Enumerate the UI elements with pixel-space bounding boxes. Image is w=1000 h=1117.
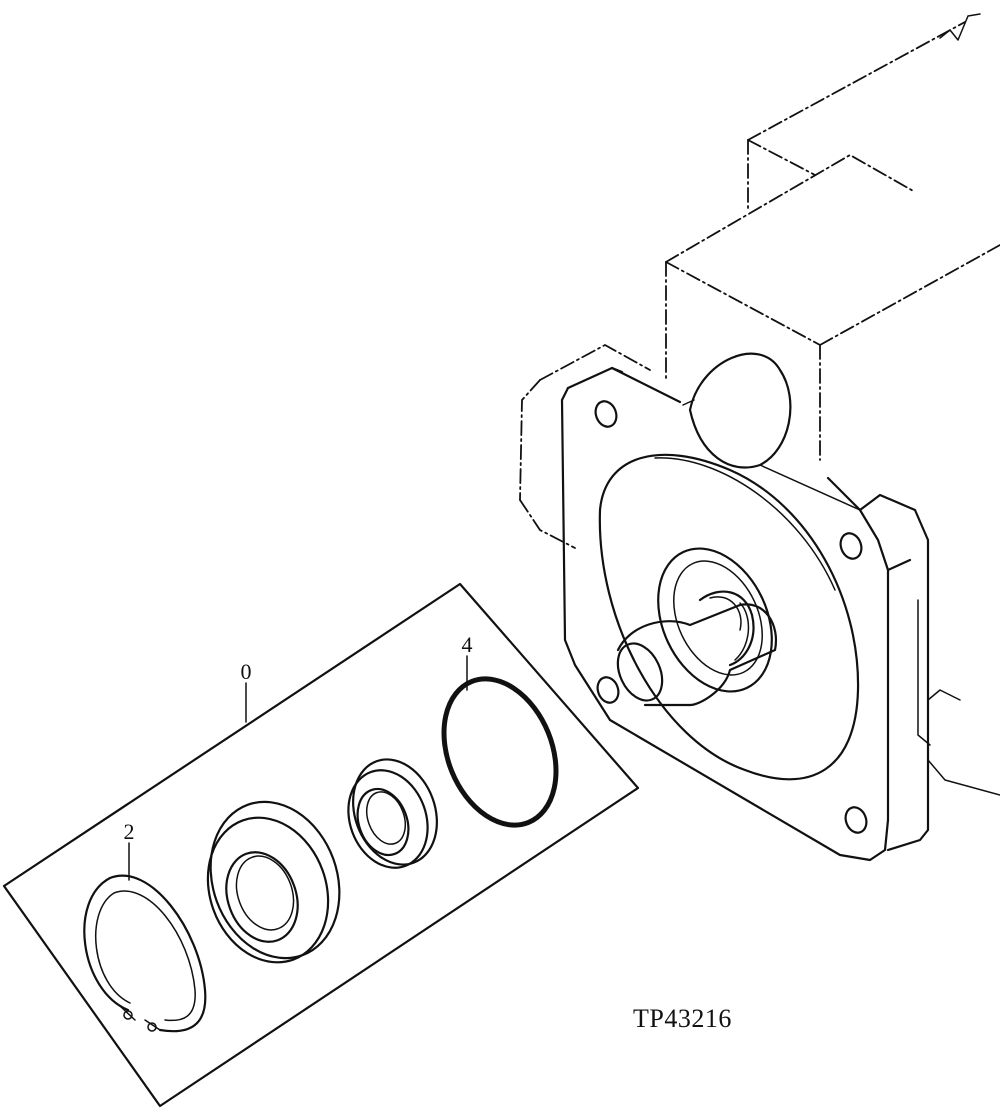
seal-housing <box>206 800 341 964</box>
seal-kit-frame <box>2 582 640 1108</box>
snap-ring <box>83 874 207 1033</box>
snap-ring-callout: 2 <box>124 819 135 844</box>
kit-callout: 0 <box>241 659 252 684</box>
o-ring-callout: 4 <box>462 632 473 657</box>
oil-seal <box>347 758 438 869</box>
figure-id: TP43216 <box>633 1004 732 1033</box>
o-ring <box>441 676 559 828</box>
pump-housing <box>519 13 1000 862</box>
